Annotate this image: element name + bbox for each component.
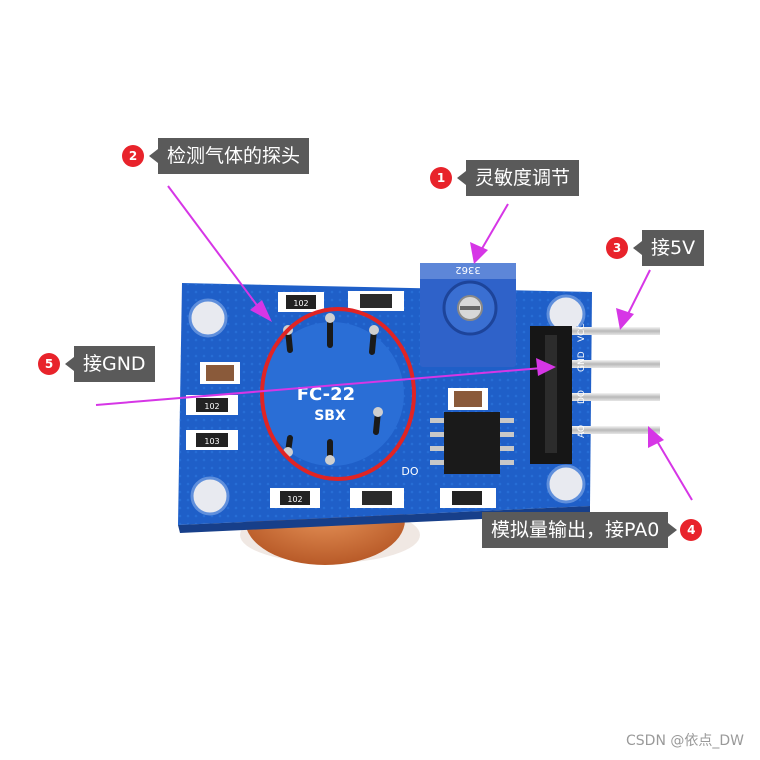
callout-label: 检测气体的探头 [148, 138, 310, 174]
callout-badge: 1 [430, 167, 452, 189]
header-label-ao: AO [577, 425, 587, 438]
resistor-code-4: 102 [287, 495, 302, 504]
resistor-code-2: 102 [204, 402, 219, 411]
callout-badge: 5 [38, 353, 60, 375]
comparator-ic [430, 412, 514, 474]
callout-vcc: 3 接5V [606, 230, 705, 266]
resistor-code-1: 102 [293, 299, 308, 308]
brand-text: SBX [314, 408, 346, 424]
callout-label: 接5V [632, 230, 705, 266]
watermark: CSDN @依点_DW [626, 733, 744, 749]
callout-label: 灵敏度调节 [456, 160, 580, 196]
callout-probe: 2 检测气体的探头 [122, 138, 310, 174]
smd-components: 102 102 103 102 [186, 291, 496, 508]
potentiometer: 3362 [420, 263, 516, 367]
callout-gnd: 5 接GND [38, 346, 155, 382]
header-label-vcc: VCC [577, 323, 587, 342]
do-label: DO [401, 465, 418, 478]
callout-arrows [95, 185, 693, 501]
callout-label: 接GND [65, 346, 155, 382]
callout-badge: 2 [122, 145, 144, 167]
pot-code: 3362 [455, 264, 480, 275]
callout-label: 模拟量输出，接PA0 [482, 512, 678, 548]
resistor-code-3: 103 [204, 437, 219, 446]
model-text: FC-22 [297, 384, 355, 405]
callout-sensitivity: 1 灵敏度调节 [430, 160, 580, 196]
header-label-gnd: GND [577, 351, 587, 372]
callout-badge: 4 [680, 519, 703, 541]
callout-analog-out: 模拟量输出，接PA0 4 [482, 512, 703, 548]
callout-badge: 3 [606, 237, 628, 259]
pin-header: VCC GND DO AO [530, 323, 660, 464]
highlight-circle [260, 307, 416, 481]
header-label-do: DO [577, 390, 587, 404]
